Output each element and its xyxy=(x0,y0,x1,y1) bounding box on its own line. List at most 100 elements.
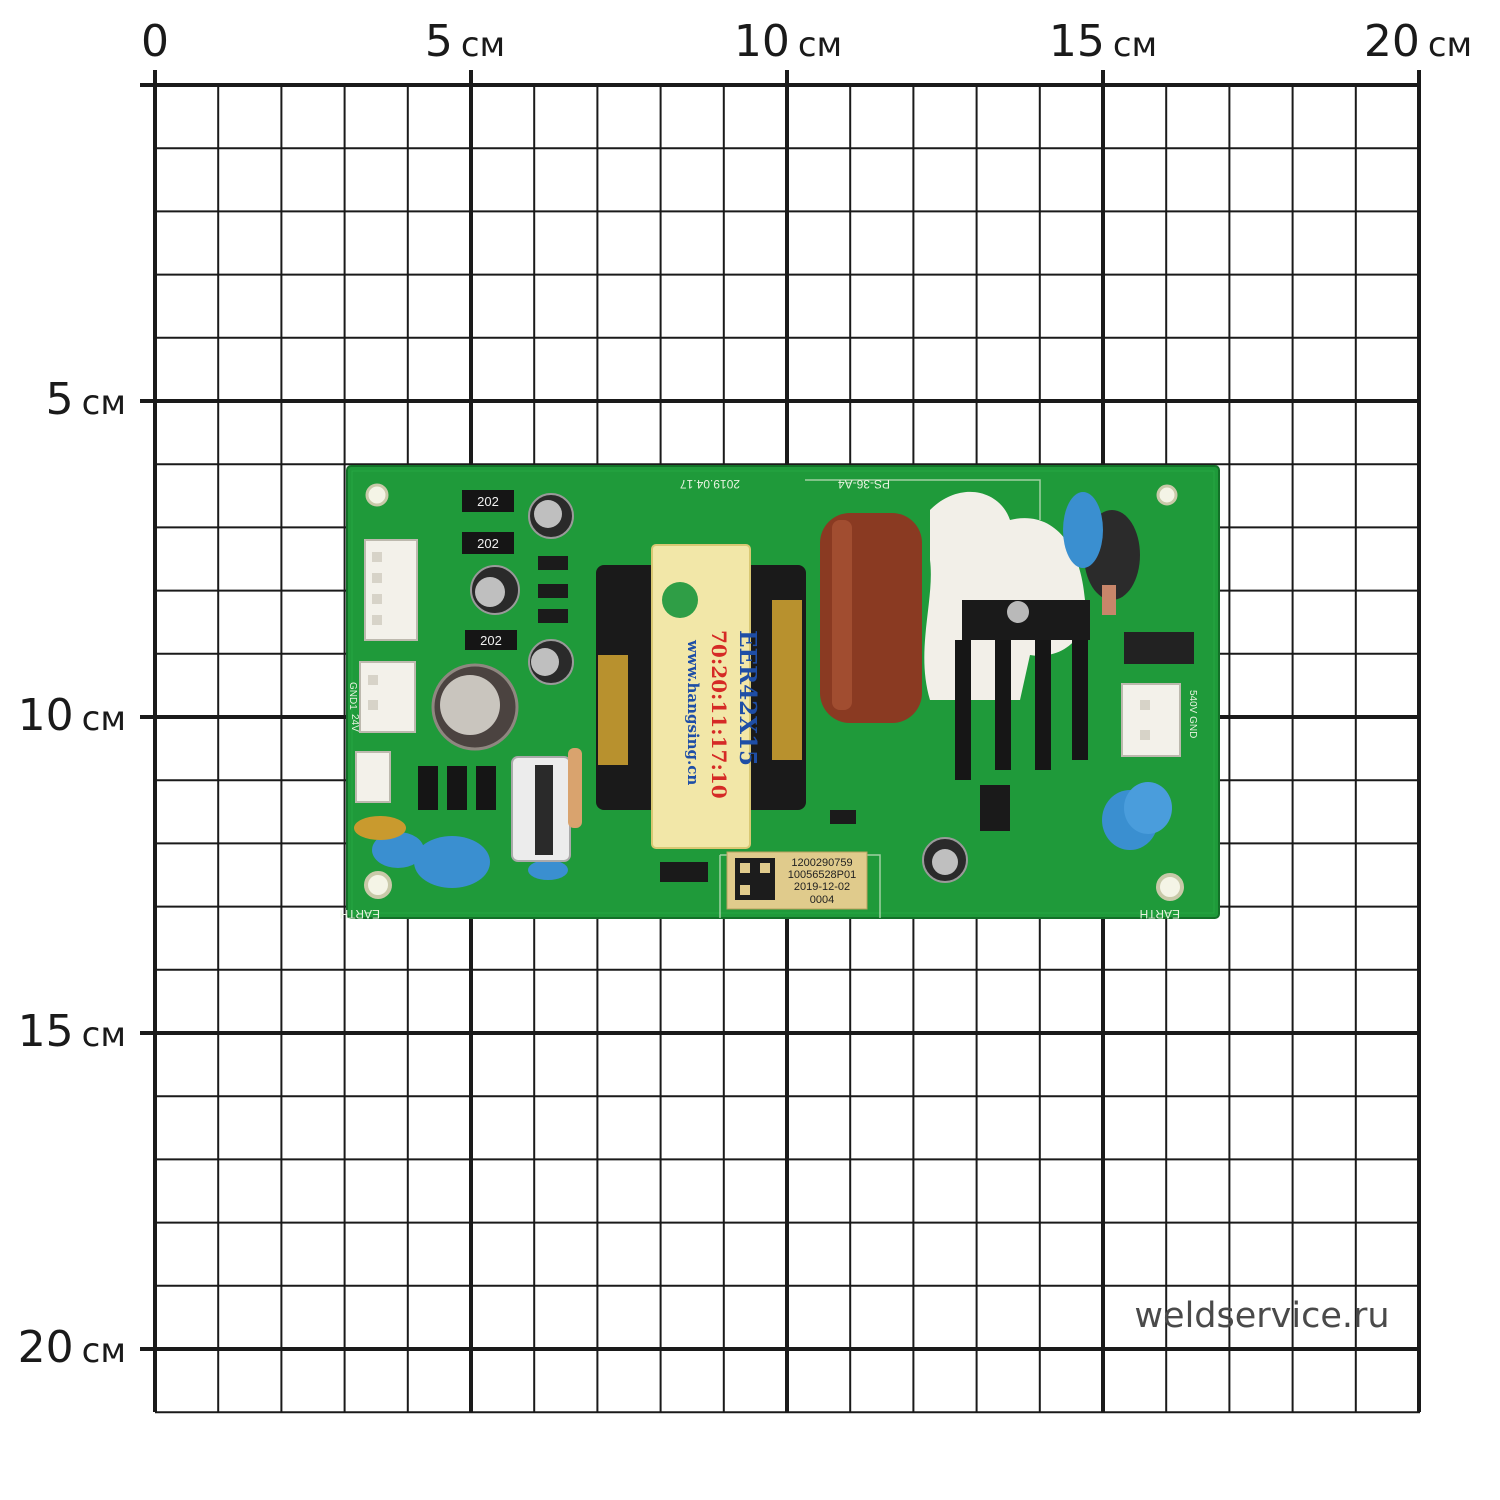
capacitor-top xyxy=(534,500,562,528)
diode-d6 xyxy=(538,556,568,570)
capacitor-top xyxy=(475,577,505,607)
diode-d7 xyxy=(1124,632,1194,664)
serial-line-1: 1200290759 xyxy=(791,857,852,869)
silk-earth-right: EARTH xyxy=(1140,907,1180,921)
diode-d5 xyxy=(538,584,568,598)
connector-p1 xyxy=(355,751,391,803)
y-capacitor-c3b xyxy=(1124,782,1172,834)
capacitor-top xyxy=(440,675,500,735)
y-capacitors xyxy=(372,492,1172,888)
connector-p2 xyxy=(1121,683,1181,757)
transformer-model: EER42X15 xyxy=(734,630,761,766)
heatsink-fin xyxy=(995,640,1011,770)
smd-diodes xyxy=(538,556,856,824)
transformer-winding xyxy=(772,600,802,760)
hs-logo xyxy=(662,582,698,618)
smd-resistors: 202 202 202 xyxy=(418,490,517,810)
connector-pin xyxy=(368,675,378,685)
heatsink-fin xyxy=(955,640,971,780)
connector-pin xyxy=(372,594,382,604)
silk-date: 2019.04.17 xyxy=(680,477,740,491)
capacitor-top xyxy=(531,648,559,676)
heatsink-assembly xyxy=(924,491,1090,780)
y-capacitor-c1 xyxy=(528,860,568,880)
mounting-hole-bottom-left xyxy=(364,871,392,899)
silk-540v-gnd: 540V GND xyxy=(1187,690,1198,738)
connector-p3 xyxy=(359,661,416,733)
heatsink-fin xyxy=(1072,640,1088,760)
connector-pin xyxy=(372,552,382,562)
diode-d3 xyxy=(538,609,568,623)
silk-24v: 24V xyxy=(349,714,360,732)
smd-resistor-r8 xyxy=(447,766,467,810)
smd-resistor-r11 xyxy=(462,532,514,554)
serial-line-2: 10056528P01 xyxy=(788,869,857,881)
mount-screw xyxy=(1007,601,1029,623)
resistor-code: 202 xyxy=(480,633,502,648)
transformer: EER42X15 70:20:11:17:10 www.hangsing.cn xyxy=(596,544,806,849)
transformer-winding xyxy=(598,655,628,765)
connector-pin xyxy=(1140,700,1150,710)
connector-pin xyxy=(1140,730,1150,740)
connector-pin xyxy=(372,573,382,583)
silk-earth-left: EARTH xyxy=(340,907,380,921)
resistor-r1 xyxy=(568,748,582,828)
mounting-hole-top-left xyxy=(365,483,389,507)
ic-u1 xyxy=(980,785,1010,831)
qr-marker xyxy=(760,863,770,873)
smd-resistor-r7 xyxy=(476,766,496,810)
connector-pin xyxy=(372,615,382,625)
mounting-hole-bottom-right xyxy=(1156,873,1184,901)
top-tick-0: 0 xyxy=(141,16,169,67)
ic-u2 xyxy=(660,862,708,882)
y-capacitor-c8 xyxy=(414,836,490,888)
y-capacitor-c17 xyxy=(372,832,424,868)
pcb-board: GND1 24V 202 202 202 xyxy=(340,465,1220,921)
capacitor-highlight xyxy=(832,520,852,710)
heatsink-fin xyxy=(1035,640,1051,770)
serial-label: 1200290759 10056528P01 2019-12-02 0004 xyxy=(726,851,868,910)
serial-line-4: 0004 xyxy=(810,894,834,906)
pcb-edge-trace xyxy=(351,470,1215,914)
silkscreen-text: EARTH EARTH PS-36-A4 2019.04.17 xyxy=(340,477,1180,921)
left-connectors: GND1 24V xyxy=(347,539,418,803)
resistor-code: 202 xyxy=(477,536,499,551)
diode-d4 xyxy=(830,810,856,824)
silk-board-id: PS-36-A4 xyxy=(838,477,890,491)
resistor-code: 202 xyxy=(477,494,499,509)
mounting-holes xyxy=(364,483,1184,901)
film-capacitor xyxy=(820,513,922,723)
serial-line-3: 2019-12-02 xyxy=(794,881,850,893)
filter-components xyxy=(354,748,708,882)
mounting-hole-top-right xyxy=(1156,484,1178,506)
transformer-label-tape xyxy=(651,544,751,849)
silk-gnd1: GND1 xyxy=(347,682,358,710)
capacitor-top xyxy=(932,849,958,875)
large-electrolytic-capacitor xyxy=(431,663,519,751)
qr-marker xyxy=(740,863,750,873)
qr-marker xyxy=(740,885,750,895)
resistor-rt xyxy=(1102,585,1116,615)
smd-resistor-r9 xyxy=(418,766,438,810)
yellow-toroid xyxy=(354,816,406,840)
connector-pin xyxy=(368,700,378,710)
choke-core xyxy=(535,765,553,855)
y-capacitor-c2 xyxy=(1063,492,1103,568)
transformer-ratio: 70:20:11:17:10 xyxy=(707,630,731,799)
watermark: weldservice.ru xyxy=(1134,1296,1389,1336)
small-electrolytic-capacitors xyxy=(470,493,968,883)
smd-resistor-r12 xyxy=(462,490,514,512)
transformer-site: www.hangsing.cn xyxy=(684,639,702,785)
smd-resistor-r10 xyxy=(465,630,517,650)
